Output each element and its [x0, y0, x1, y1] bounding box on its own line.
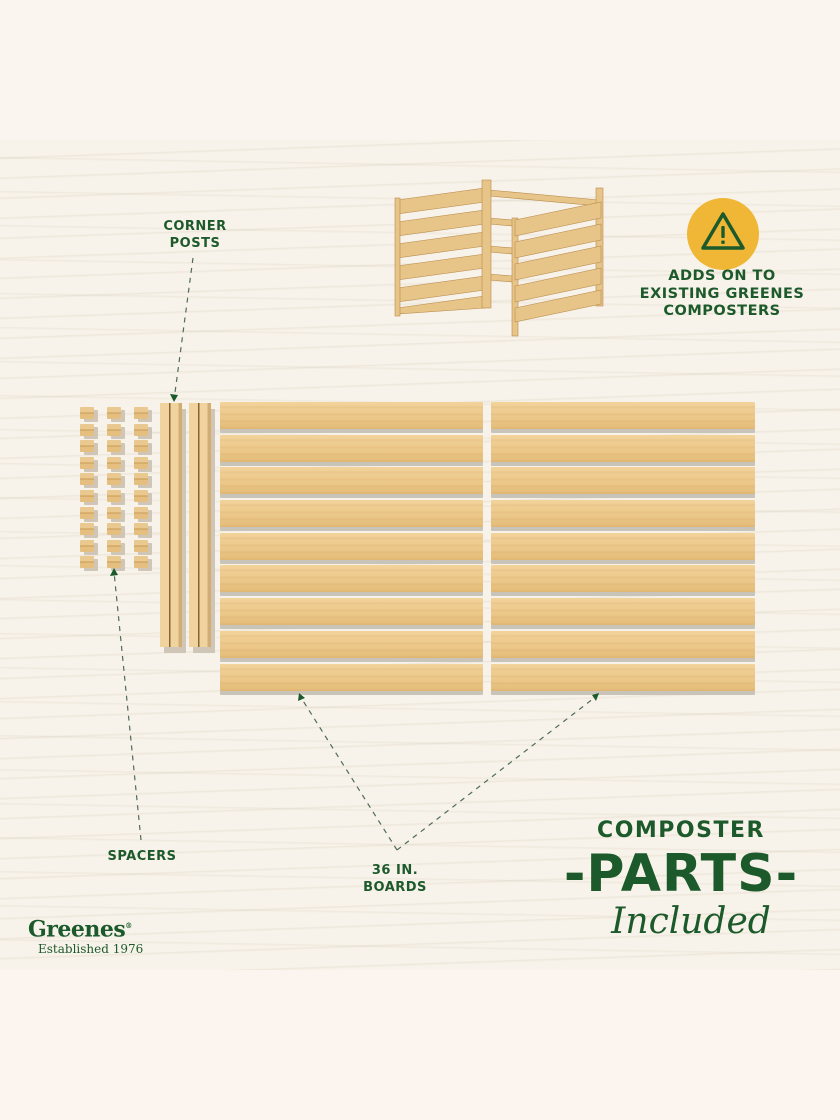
corner-posts-label-line-2: POSTS [169, 236, 221, 251]
board [220, 630, 483, 658]
board [491, 630, 755, 658]
brand-name: Greenes [28, 916, 126, 943]
headline: COMPOSTER -PARTS- Included [550, 818, 812, 942]
notice-text: ADDS ON TO EXISTING GREENES COMPOSTERS [628, 268, 816, 321]
notice-line-3: COMPOSTERS [663, 303, 781, 319]
board-panel-right [491, 402, 755, 696]
warning-triangle-icon [701, 212, 745, 250]
headline-line-3: Included [611, 901, 771, 942]
board [220, 598, 483, 626]
corner-post-2 [189, 403, 211, 647]
corner-post-1 [160, 403, 182, 647]
board [491, 500, 755, 528]
spacer-column-1 [80, 407, 94, 573]
brand-logo: Greenes® Established 1976 [28, 914, 158, 956]
board [220, 565, 483, 593]
board [491, 434, 755, 462]
spacer-column-2 [107, 407, 121, 573]
board [491, 663, 755, 691]
board [220, 467, 483, 495]
board-panel-left [220, 402, 483, 696]
corner-posts-label: CORNER POSTS [150, 218, 240, 252]
spacers-label: SPACERS [107, 849, 177, 864]
headline-line-1: COMPOSTER [597, 818, 765, 843]
board [220, 663, 483, 691]
boards-label-line-1: 36 IN. [371, 863, 419, 878]
spacer-column-3 [134, 407, 148, 573]
board [491, 565, 755, 593]
notice-line-2: EXISTING GREENES [639, 285, 805, 302]
board [220, 402, 483, 429]
board [220, 532, 483, 560]
notice-line-1: ADDS ON TO [668, 268, 776, 284]
board [491, 532, 755, 560]
board [491, 467, 755, 495]
bottom-band [0, 970, 840, 1120]
brand-tagline: Established 1976 [38, 942, 144, 957]
board [220, 434, 483, 462]
boards-label-line-2: BOARDS [363, 880, 427, 895]
board [220, 500, 483, 528]
warning-badge [687, 198, 759, 270]
board [491, 598, 755, 626]
board [491, 402, 755, 429]
corner-posts-label-line-1: CORNER [163, 219, 227, 234]
headline-line-2: -PARTS- [563, 844, 799, 904]
composter-illustration [394, 179, 604, 337]
boards-label: 36 IN. BOARDS [340, 862, 450, 896]
registered-mark: ® [125, 921, 132, 930]
